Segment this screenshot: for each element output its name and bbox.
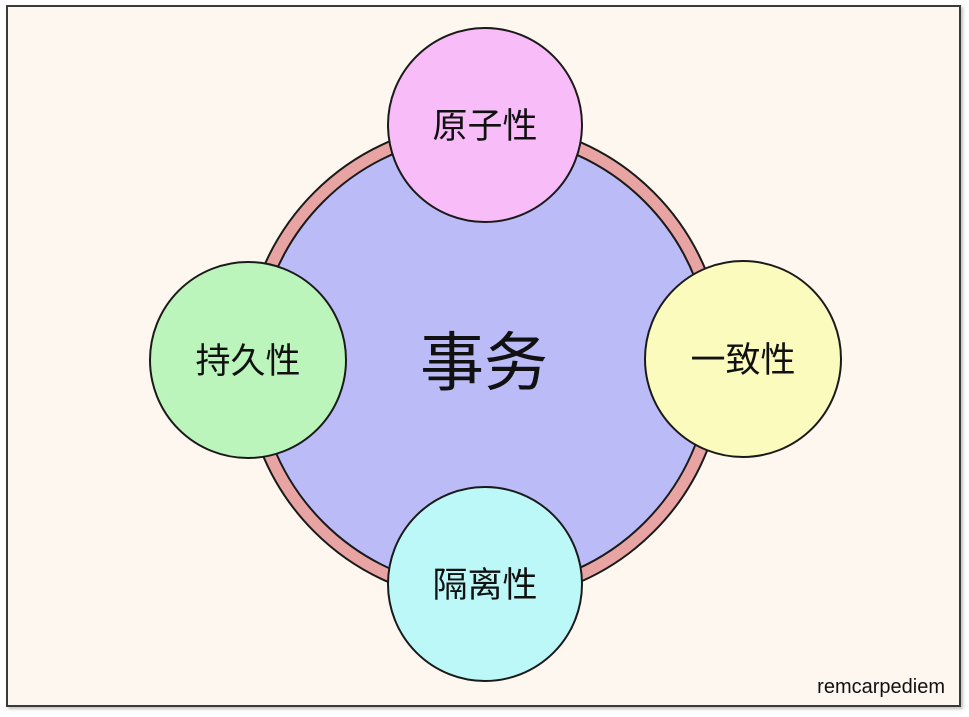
node-isolation-circle [387, 486, 583, 682]
node-durability-circle [149, 261, 347, 459]
node-consistency-circle [644, 260, 842, 458]
node-isolation: 隔离性 [387, 486, 583, 682]
diagram-canvas: 事务 原子性 一致性 隔离性 持久性 remcarpediem [6, 5, 961, 707]
node-atomicity-circle [387, 27, 583, 223]
node-isolation-label: 隔离性 [432, 566, 537, 606]
node-durability: 持久性 [149, 261, 347, 459]
node-durability-label: 持久性 [195, 342, 300, 382]
node-atomicity-label: 原子性 [432, 107, 537, 147]
node-consistency: 一致性 [644, 260, 842, 458]
center-label: 事务 [420, 327, 548, 401]
transaction-diagram: 事务 原子性 一致性 隔离性 持久性 [149, 27, 842, 682]
watermark-text: remcarpediem [817, 676, 945, 698]
node-consistency-label: 一致性 [690, 341, 795, 381]
node-atomicity: 原子性 [387, 27, 583, 223]
